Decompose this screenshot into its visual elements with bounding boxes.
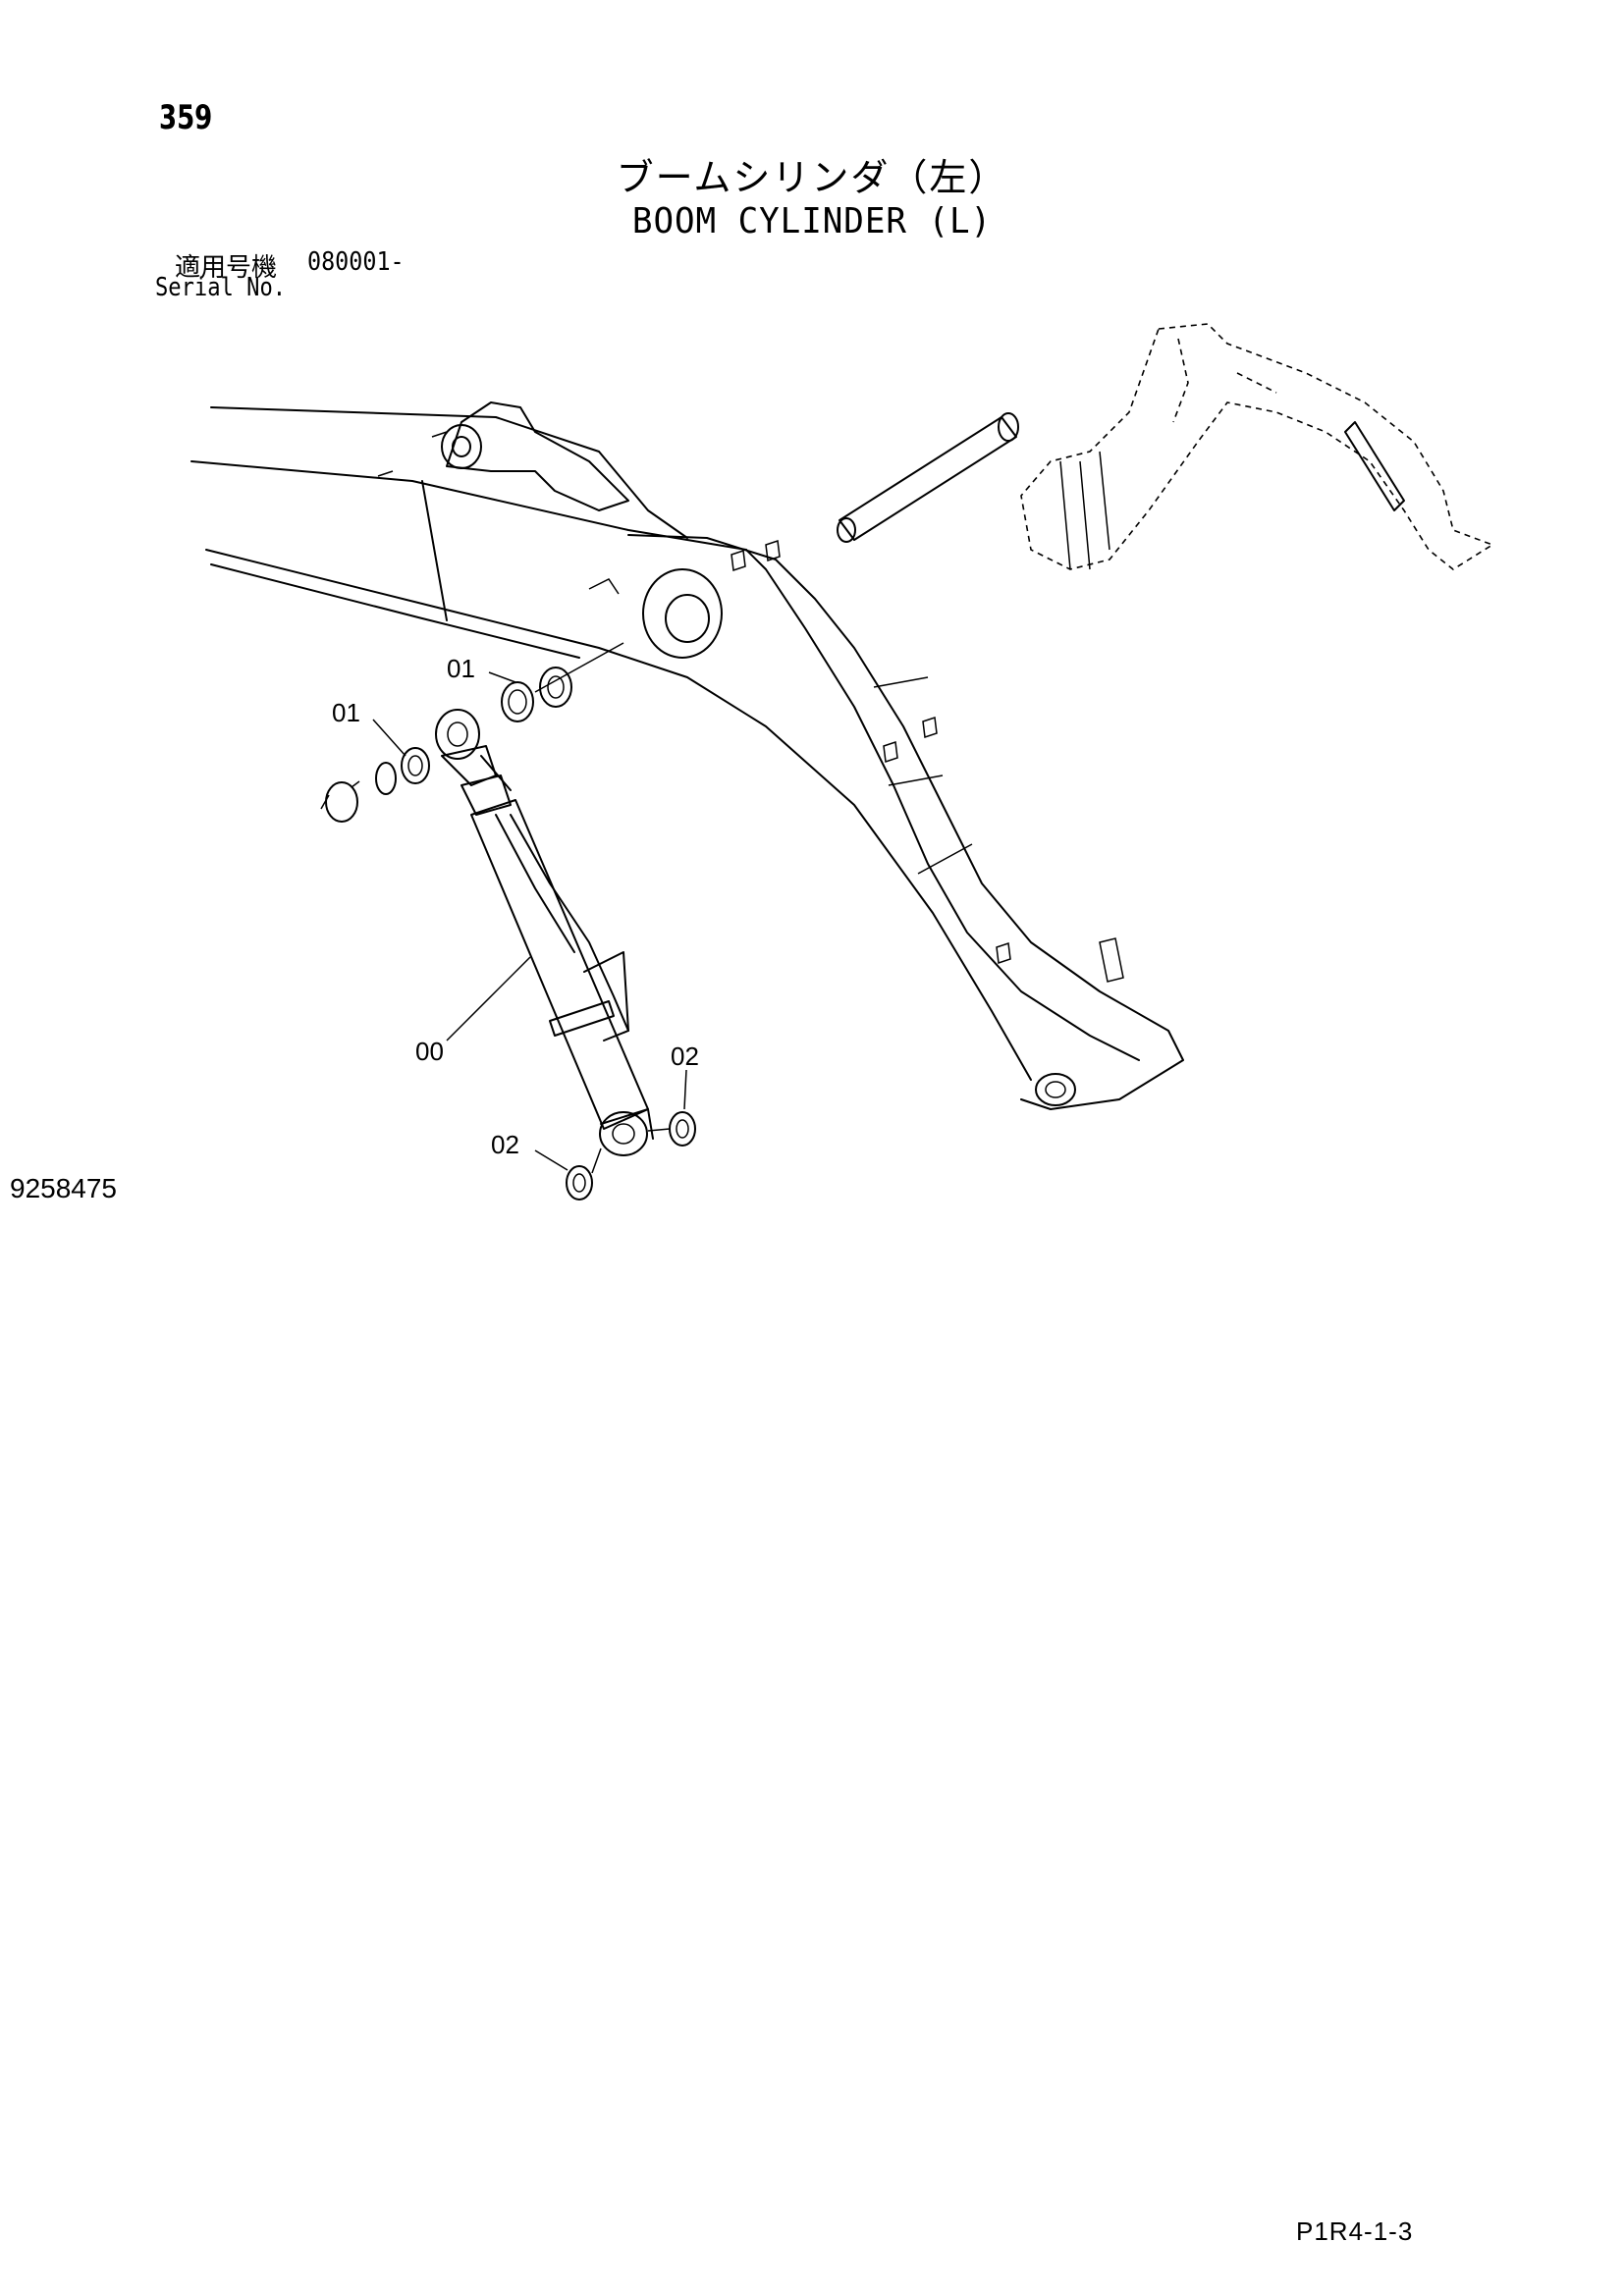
leader-02-right	[683, 1069, 687, 1110]
boom-arm	[190, 401, 1184, 1110]
serial-label-english: Serial No.	[155, 273, 287, 302]
excavator-outline	[1020, 323, 1494, 570]
leader-01-left	[372, 719, 406, 757]
boom-cylinder	[435, 709, 654, 1156]
callout-02-left: 02	[491, 1130, 519, 1159]
figure-id: 9258475	[10, 1173, 118, 1203]
callout-02-right: 02	[671, 1041, 699, 1071]
leader-01-upper	[488, 671, 516, 683]
callouts: 01 01 00 02 02	[332, 654, 699, 1171]
title-japanese: ブームシリンダ（左）	[616, 156, 1008, 199]
page-code: P1R4-1-3	[1296, 2216, 1414, 2246]
callout-01-upper: 01	[447, 654, 475, 683]
serial-number-value: 080001-	[307, 247, 405, 277]
title-english: BOOM CYLINDER (L)	[631, 201, 993, 241]
callout-01-left: 01	[332, 698, 360, 727]
serial-label-japanese: 適用号機	[175, 253, 278, 283]
leader-00	[446, 956, 531, 1041]
callout-00: 00	[415, 1037, 444, 1066]
leader-02-left	[534, 1149, 568, 1171]
bottom-bushing-parts	[566, 1111, 696, 1201]
top-bushing-parts	[320, 642, 624, 823]
boom-pin	[837, 412, 1019, 543]
page-number: 359	[159, 98, 213, 137]
